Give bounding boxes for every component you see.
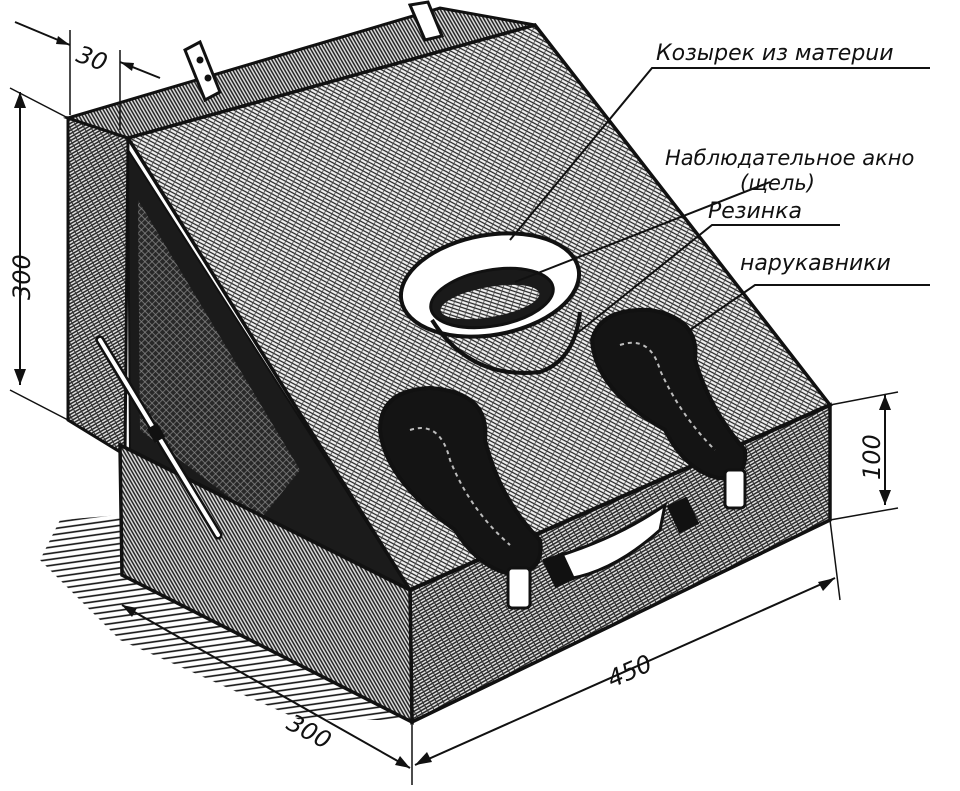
top-latch-right bbox=[407, 0, 445, 42]
label-sleeves: нарукавники bbox=[740, 251, 891, 276]
dim-length-label: 450 bbox=[603, 649, 656, 693]
leader-rubber bbox=[574, 224, 840, 336]
label-visor: Козырек из матерuи bbox=[656, 41, 894, 66]
label-window: Наблюдательное акно bbox=[665, 146, 914, 170]
dimension-base-height: 100 bbox=[829, 391, 899, 521]
label-rubber: Резинка bbox=[708, 199, 802, 224]
side-prop-rod bbox=[95, 335, 223, 540]
left-sleeve bbox=[377, 385, 543, 610]
leader-window bbox=[514, 181, 771, 283]
leader-sleeves bbox=[689, 284, 930, 331]
label-window-sub: (щель) bbox=[740, 171, 815, 195]
observation-window bbox=[398, 231, 582, 339]
handle-bracket-left bbox=[542, 551, 576, 589]
dim-top-depth-label: 30 bbox=[73, 40, 111, 77]
dimension-height: 300 bbox=[8, 87, 69, 421]
side-mesh bbox=[138, 200, 300, 520]
dim-height-label: 300 bbox=[8, 254, 36, 300]
right-sleeve bbox=[589, 307, 748, 510]
handle-bracket-right bbox=[666, 496, 700, 534]
top-latch-left bbox=[183, 39, 222, 103]
carry-handle bbox=[542, 501, 668, 582]
dim-base-height-label: 100 bbox=[858, 434, 886, 480]
left-side-panel bbox=[66, 115, 130, 458]
leader-visor bbox=[509, 67, 930, 241]
window-rubber-seal bbox=[430, 311, 582, 375]
